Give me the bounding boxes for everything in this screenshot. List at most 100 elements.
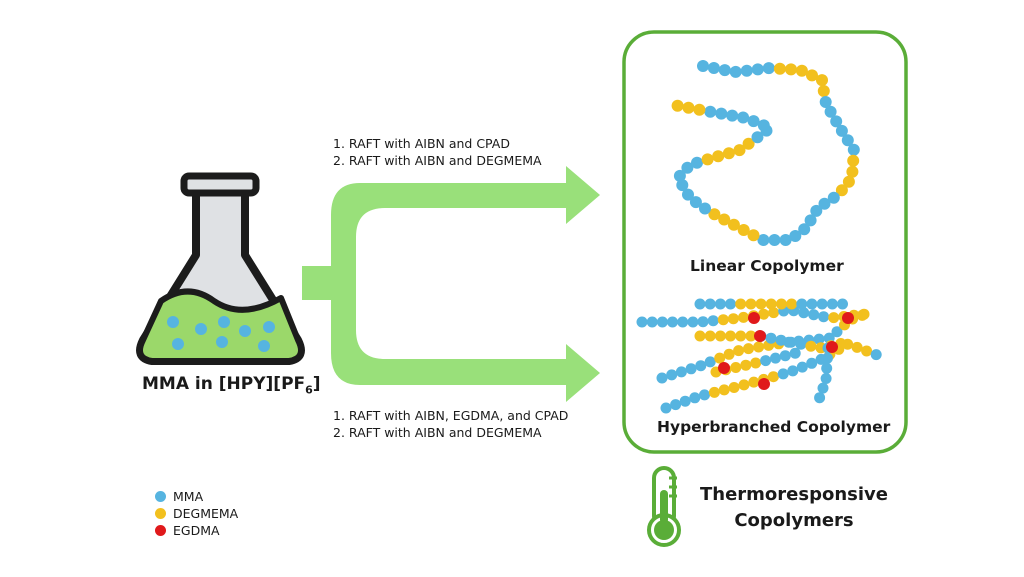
mma-bead: [660, 402, 672, 414]
mma-bead: [785, 336, 797, 348]
hyperbranched-step-1: 1. RAFT with AIBN, EGDMA, and CPAD: [333, 408, 569, 423]
mma-bead: [847, 143, 860, 156]
degmema-bead: [758, 308, 770, 320]
degmema-bead: [861, 345, 873, 357]
mma-bead: [667, 316, 678, 328]
product-frame: [622, 30, 908, 454]
degmema-bead: [742, 137, 755, 150]
thermometer-icon: [647, 466, 681, 547]
legend: MMA DEGMEMA EGDMA: [155, 488, 238, 539]
degmema-bead: [727, 313, 739, 325]
degmema-bead: [738, 379, 750, 391]
degmema-bead: [773, 62, 786, 75]
mma-bead: [775, 334, 787, 346]
mma-bead: [747, 115, 760, 128]
degmema-bead: [730, 362, 742, 373]
mma-bead: [670, 399, 682, 411]
mma-bead: [715, 107, 728, 120]
mma-bead: [824, 105, 837, 118]
hyperbranched-copolymer-chains: [636, 298, 882, 414]
mma-bead: [656, 372, 668, 384]
mma-bubble: [216, 336, 228, 348]
egdma-crosslink: [758, 378, 770, 390]
reaction-arrow: [302, 166, 600, 402]
mma-bead: [699, 202, 711, 215]
mma-bead: [681, 161, 694, 174]
mma-bead: [765, 332, 777, 344]
mma-bead: [757, 234, 770, 246]
mma-bead: [679, 395, 691, 407]
degmema-bead: [846, 165, 859, 178]
mma-bead: [808, 309, 820, 321]
mma-bead: [751, 63, 764, 76]
mma-bubble: [239, 325, 251, 337]
mma-bead: [798, 223, 811, 236]
mma-bead: [779, 234, 792, 246]
degmema-bead: [671, 99, 684, 112]
mma-bead: [817, 382, 829, 394]
egdma-dot-icon: [155, 525, 166, 536]
degmema-bead: [701, 153, 714, 166]
legend-item-mma: MMA: [155, 488, 238, 505]
mma-bead: [810, 204, 823, 217]
degmema-bead: [828, 312, 840, 324]
linear-step-1: 1. RAFT with AIBN and CPAD: [333, 136, 510, 151]
mma-bead: [760, 355, 772, 367]
mma-bead: [673, 169, 686, 182]
degmema-bead: [851, 341, 863, 353]
degmema-bead: [740, 359, 752, 371]
degmema-bead: [708, 208, 721, 221]
egdma-crosslink: [842, 312, 854, 324]
mma-bead: [695, 360, 707, 372]
mma-bead: [726, 109, 739, 122]
mma-bead: [737, 111, 750, 124]
mma-bead: [646, 316, 658, 328]
degmema-bead: [806, 69, 818, 82]
degmema-bead: [817, 85, 830, 97]
mma-bead: [830, 115, 843, 128]
degmema-bead: [816, 74, 828, 87]
degmema-bead: [775, 298, 787, 310]
mma-bead: [699, 389, 710, 401]
mma-bead: [757, 119, 770, 132]
hyperbranched-copolymer-label: Hyperbranched Copolymer: [657, 418, 891, 436]
degmema-bead: [765, 298, 777, 310]
linear-step-2: 2. RAFT with AIBN and DEGMEMA: [333, 153, 542, 168]
mma-bead: [826, 298, 838, 310]
mma-bead: [697, 316, 709, 328]
mma-bubble: [218, 316, 230, 328]
degmema-bead: [753, 341, 765, 353]
mma-bead: [707, 62, 720, 74]
degmema-bead: [795, 64, 808, 77]
degmema-bead: [733, 345, 745, 357]
mma-bead: [777, 368, 789, 380]
degmema-bead: [745, 330, 757, 342]
linear-copolymer-label: Linear Copolymer: [690, 257, 844, 275]
mma-bead: [827, 191, 840, 204]
degmema-bead: [847, 154, 860, 167]
mma-dot-icon: [155, 491, 166, 502]
mma-bead: [707, 315, 719, 327]
degmema-bead: [704, 330, 716, 342]
linear-copolymer-chain: [671, 60, 860, 246]
mma-bead: [787, 365, 799, 377]
mma-bead: [666, 369, 678, 381]
mma-bead: [819, 96, 832, 108]
legend-item-degmema: DEGMEMA: [155, 505, 238, 522]
mma-bead: [691, 156, 703, 169]
egdma-crosslink: [718, 362, 730, 374]
mma-bead: [816, 298, 828, 310]
mma-bead: [718, 64, 731, 77]
mma-bubble: [172, 338, 184, 350]
degmema-bead: [733, 144, 746, 157]
degmema-bead: [735, 298, 747, 310]
mma-bead: [677, 316, 689, 328]
degmema-dot-icon: [155, 508, 166, 519]
degmema-bead: [745, 298, 757, 310]
mma-bead: [818, 197, 831, 210]
degmema-bead: [714, 352, 726, 364]
mma-bead: [796, 361, 808, 373]
mma-bead: [768, 234, 781, 246]
hyperbranched-step-2: 2. RAFT with AIBN and DEGMEMA: [333, 425, 542, 440]
hyperbranched-route-steps: 1. RAFT with AIBN, EGDMA, and CPAD 2. RA…: [333, 407, 568, 441]
